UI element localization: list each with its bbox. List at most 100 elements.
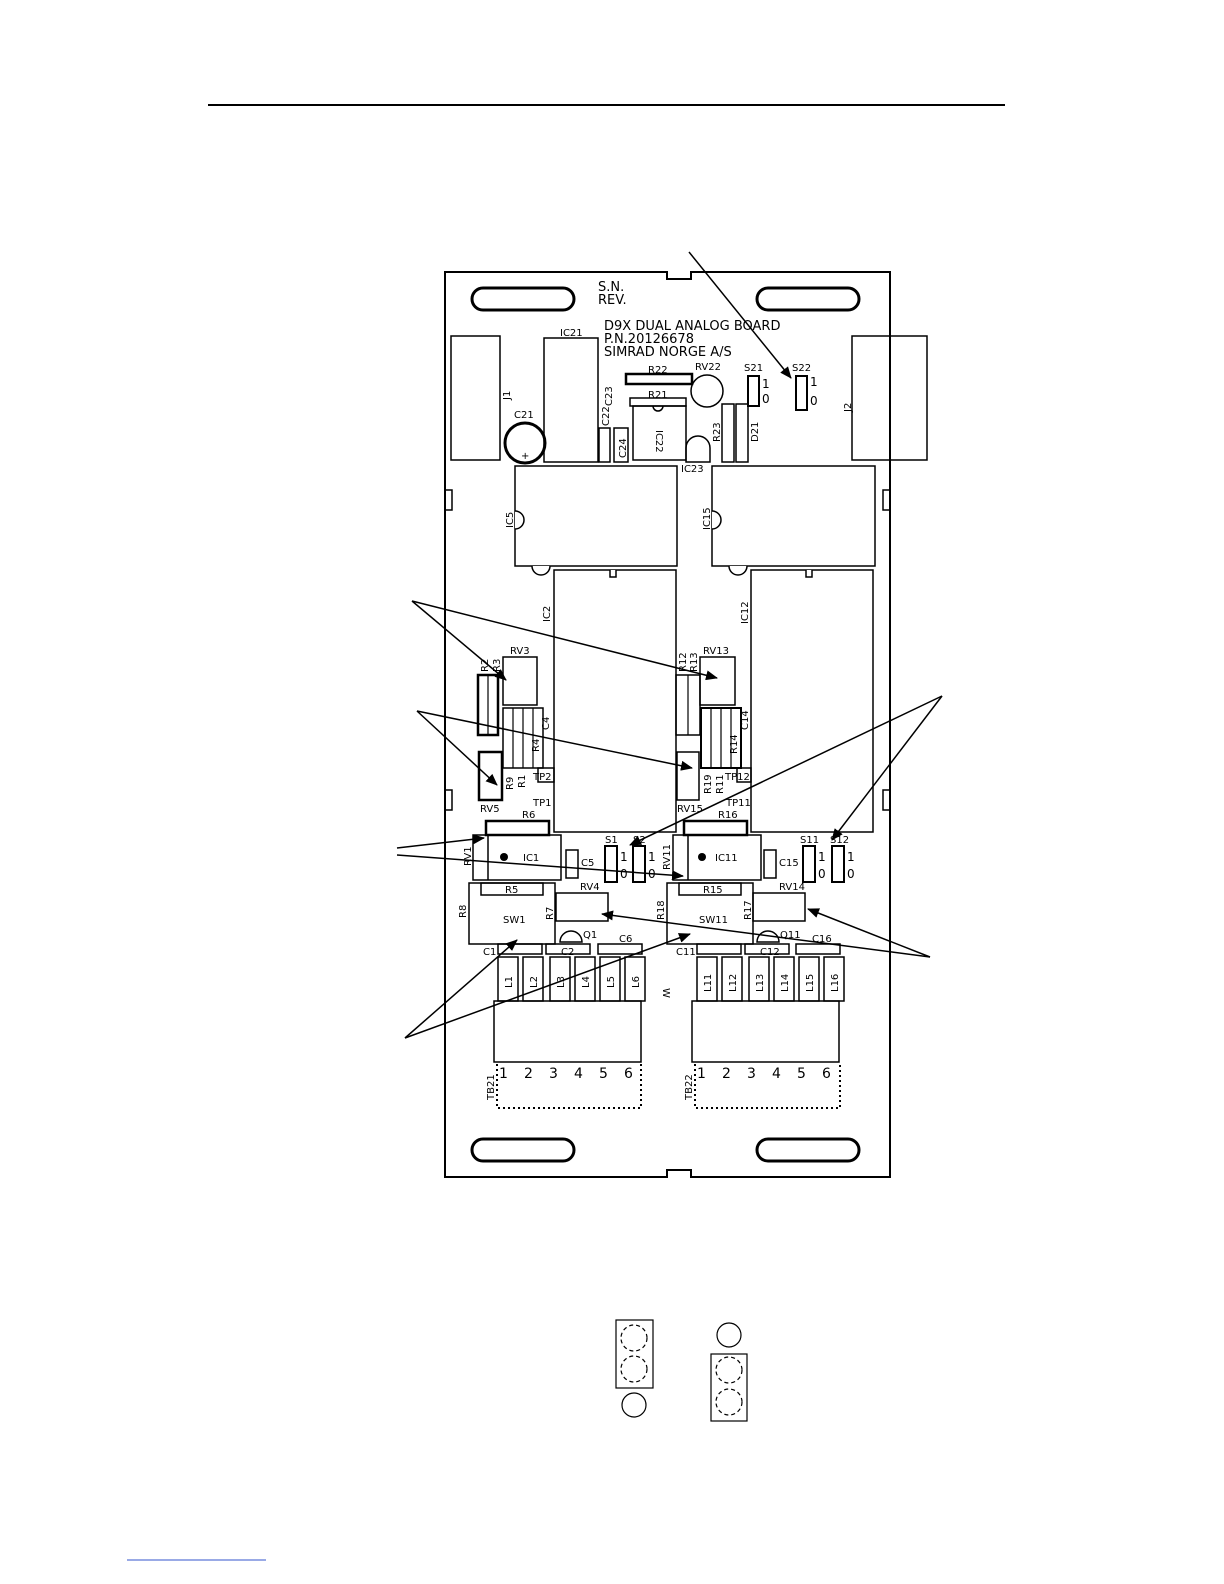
board-outline <box>444 271 891 1178</box>
label-ic12: IC12 <box>740 601 751 624</box>
s12-off-mark: 0 <box>847 867 855 881</box>
label-c6: C6 <box>619 934 632 945</box>
terminal-number: 3 <box>747 1066 756 1082</box>
testpoint-tp12-pad <box>736 767 752 783</box>
label-l16: L16 <box>830 974 841 992</box>
terminal-number: 6 <box>624 1066 633 1082</box>
potentiometer-rv5 <box>477 750 504 802</box>
capacitor-c22 <box>598 427 611 463</box>
terminal-tb22-dotted <box>694 1064 841 1109</box>
board-title: D9X DUAL ANALOG BOARD <box>604 319 780 334</box>
label-j2: J2 <box>843 403 854 413</box>
label-rv1: RV1 <box>463 846 474 866</box>
terminal-number: 2 <box>722 1066 731 1082</box>
s2-on-mark: 1 <box>648 850 656 864</box>
label-r19: R19 <box>703 774 714 794</box>
label-rv4: RV4 <box>580 882 600 893</box>
transistor-q11 <box>756 930 780 943</box>
label-l6: L6 <box>631 976 642 988</box>
capacitor-c5 <box>565 849 579 879</box>
label-r4: R4 <box>531 739 542 752</box>
s22-on-mark: 1 <box>810 375 818 389</box>
ic21-body <box>543 337 599 463</box>
label-c2: C2 <box>561 947 574 958</box>
label-w-mark: W <box>660 988 671 998</box>
label-ic23: IC23 <box>681 464 704 475</box>
label-l12: L12 <box>728 974 739 992</box>
ic22-body <box>632 405 687 461</box>
capacitor-c12 <box>744 943 790 955</box>
label-tp1: TP1 <box>532 798 552 809</box>
label-l5: L5 <box>606 976 617 988</box>
label-r14: R14 <box>729 734 740 754</box>
board-part-number: P.N.20126678 <box>604 332 694 347</box>
connector-j2 <box>851 335 928 461</box>
label-c11: C11 <box>676 947 696 958</box>
label-q11: Q11 <box>780 930 801 941</box>
s11-off-mark: 0 <box>818 867 826 881</box>
rev-label: REV. <box>598 293 627 308</box>
terminal-number: 3 <box>549 1066 558 1082</box>
label-tp2: TP2 <box>532 772 552 783</box>
s1-off-mark: 0 <box>620 867 628 881</box>
label-c22: C22 <box>601 406 612 426</box>
jumper-closed-bottom <box>710 1353 748 1422</box>
switch-s2 <box>632 845 646 883</box>
label-r11: R11 <box>715 774 726 794</box>
label-r17: R17 <box>743 900 754 920</box>
label-ic15: IC15 <box>702 507 713 530</box>
label-r8: R8 <box>458 905 469 918</box>
label-rv11: RV11 <box>662 844 673 870</box>
resistor-bank-dividers <box>487 675 732 768</box>
label-r13: R13 <box>689 652 700 672</box>
label-rv22: RV22 <box>695 362 721 373</box>
label-ic2: IC2 <box>542 606 553 622</box>
label-s11: S11 <box>800 835 819 846</box>
ic2-body <box>553 569 677 833</box>
terminal-number: 2 <box>524 1066 533 1082</box>
board-notches <box>445 489 890 811</box>
label-l1: L1 <box>504 976 515 988</box>
connector-j1 <box>450 335 501 461</box>
switch-s12 <box>831 845 845 883</box>
potentiometer-rv22 <box>690 374 724 408</box>
switch-s21 <box>747 375 760 407</box>
ic1-pin-marker <box>500 853 508 861</box>
label-c21: C21 <box>514 410 534 421</box>
resistor-r6 <box>484 819 551 837</box>
capacitor-c2 <box>545 943 591 955</box>
switch-s1 <box>604 845 618 883</box>
label-rv3: RV3 <box>510 646 530 657</box>
ic12-body <box>750 569 874 833</box>
mounting-slots <box>470 286 861 1163</box>
label-c5: C5 <box>581 858 594 869</box>
ic1-body <box>472 834 562 881</box>
terminal-block-tb22 <box>691 1000 840 1063</box>
label-r9: R9 <box>505 777 516 790</box>
label-l2: L2 <box>529 976 540 988</box>
potentiometer-rv13 <box>699 656 736 706</box>
label-rv15: RV15 <box>677 804 703 815</box>
ic15-body <box>711 465 876 567</box>
label-l4: L4 <box>581 976 592 988</box>
terminal-number: 1 <box>697 1066 706 1082</box>
label-l3: L3 <box>556 976 567 988</box>
capacitor-c21 <box>503 421 547 465</box>
s21-on-mark: 1 <box>762 377 770 391</box>
terminal-number: 4 <box>574 1066 583 1082</box>
capacitor-c6 <box>597 943 643 955</box>
s21-off-mark: 0 <box>762 392 770 406</box>
s22-off-mark: 0 <box>810 394 818 408</box>
ic-notches <box>514 510 813 578</box>
label-d21: D21 <box>750 422 761 442</box>
capacitor-c24 <box>613 427 629 463</box>
label-s12: S12 <box>830 835 849 846</box>
label-ic22: IC22 <box>653 430 664 453</box>
label-c21-plus: + <box>521 451 529 462</box>
label-c16: C16 <box>812 934 832 945</box>
switch-s22 <box>795 375 808 411</box>
resistor-r16 <box>682 819 749 837</box>
